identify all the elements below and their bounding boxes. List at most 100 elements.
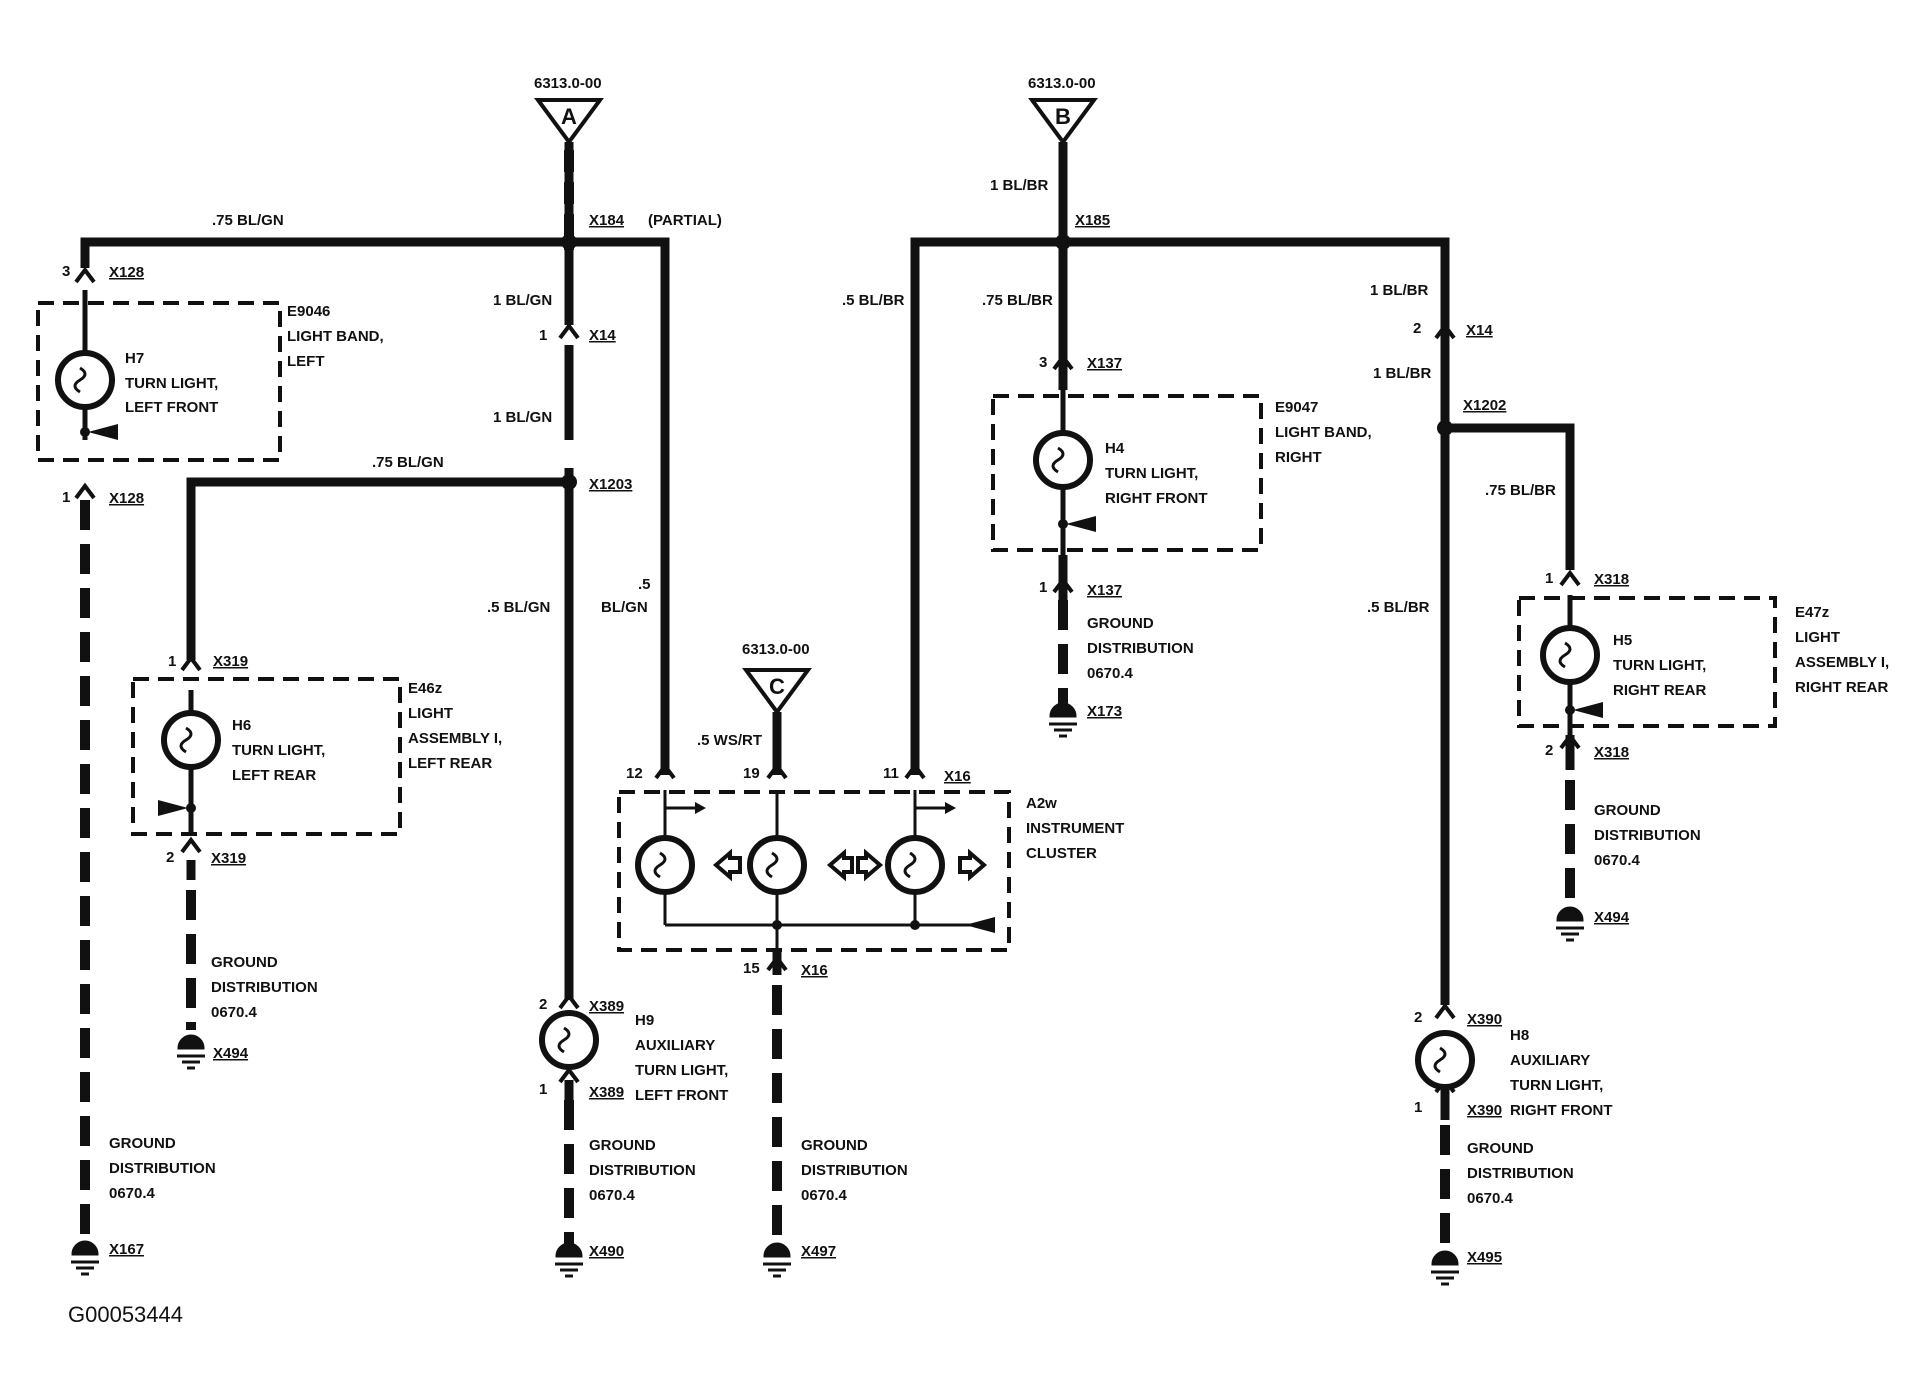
h4-line2: RIGHT FRONT <box>1105 490 1208 507</box>
h9-code: H9 <box>635 1012 654 1029</box>
h7-line2: LEFT FRONT <box>125 399 218 416</box>
a2w-code: A2w <box>1026 795 1057 812</box>
h4-code: H4 <box>1105 440 1125 457</box>
connector-x167: X167 <box>109 1241 144 1258</box>
ref-b: 6313.0-00 B <box>1028 75 1098 146</box>
pin-number: 12 <box>626 765 643 782</box>
wire-label: .75 BL/GN <box>212 212 284 229</box>
component-labels: E9046 LIGHT BAND, LEFT H7 TURN LIGHT, LE… <box>125 303 1889 1119</box>
ref-a-letter: A <box>561 104 577 129</box>
connector-x16-bot: X16 <box>801 962 828 979</box>
pin-number: 2 <box>1545 742 1553 759</box>
h5-code: H5 <box>1613 632 1632 649</box>
svg-text:GROUND: GROUND <box>1467 1140 1534 1157</box>
e9047-line1: LIGHT BAND, <box>1275 424 1372 441</box>
cluster-right-bulb-icon <box>885 835 945 895</box>
connector-x389-bot: X389 <box>589 1084 624 1101</box>
ground-x173-icon <box>1049 702 1077 738</box>
connector-x318-bot: X318 <box>1594 744 1629 761</box>
h8-line2: TURN LIGHT, <box>1510 1077 1603 1094</box>
svg-text:GROUND: GROUND <box>211 954 278 971</box>
wire-label: .5 BL/BR <box>1367 599 1430 616</box>
ground-label-left-rear: GROUND DISTRIBUTION 0670.4 <box>211 954 318 1021</box>
svg-text:0670.4: 0670.4 <box>1087 665 1134 682</box>
connector-labels: X184 (PARTIAL) X128 X128 X14 X14 X1203 X… <box>109 212 1630 1266</box>
wire-label: 1 BL/BR <box>1373 365 1432 382</box>
h6-line1: TURN LIGHT, <box>232 742 325 759</box>
pin-number: 11 <box>883 765 899 782</box>
ground-label-h4: GROUND DISTRIBUTION 0670.4 <box>1087 615 1194 682</box>
e46z-code: E46z <box>408 680 442 697</box>
svg-text:DISTRIBUTION: DISTRIBUTION <box>211 979 318 996</box>
wire-label: .5 BL/BR <box>842 292 905 309</box>
ground-x495-icon <box>1431 1250 1459 1286</box>
e47z-box <box>1517 596 1777 728</box>
e47z-line2: ASSEMBLY I, <box>1795 654 1889 671</box>
pin-number: 3 <box>62 263 70 280</box>
pin-number: 1 <box>1039 579 1047 596</box>
pin-number: 2 <box>1413 320 1421 337</box>
connector-x14-right: X14 <box>1466 322 1493 339</box>
e9046-line1: LIGHT BAND, <box>287 328 384 345</box>
connector-x1202: X1202 <box>1463 397 1506 414</box>
ground-symbols <box>71 702 1584 1286</box>
ref-c: 6313.0-00 C <box>742 641 812 716</box>
ref-c-code: 6313.0-00 <box>742 641 810 658</box>
pin-number: 1 <box>539 1081 547 1098</box>
svg-text:GROUND: GROUND <box>801 1137 868 1154</box>
e47z-line1: LIGHT <box>1795 629 1840 646</box>
ground-x494-right-icon <box>1556 906 1584 942</box>
wire-label: .75 BL/BR <box>982 292 1053 309</box>
svg-text:GROUND: GROUND <box>589 1137 656 1154</box>
connector-x128-bot: X128 <box>109 490 144 507</box>
connector-x173: X173 <box>1087 703 1122 720</box>
pin-number: 1 <box>62 489 70 506</box>
connector-x390-top: X390 <box>1467 1011 1502 1028</box>
pin-number: 1 <box>539 327 547 344</box>
ref-c-letter: C <box>769 674 785 699</box>
h9-line1: AUXILIARY <box>635 1037 715 1054</box>
h7-code: H7 <box>125 350 144 367</box>
pin-number: 1 <box>1414 1099 1422 1116</box>
connector-marks <box>74 266 1581 1094</box>
ground-label-h8: GROUND DISTRIBUTION 0670.4 <box>1467 1140 1574 1207</box>
svg-text:DISTRIBUTION: DISTRIBUTION <box>1467 1165 1574 1182</box>
wire-label: 1 BL/GN <box>493 292 552 309</box>
h8-code: H8 <box>1510 1027 1529 1044</box>
h8-bulb-icon <box>1415 1030 1475 1090</box>
e46z-line2: ASSEMBLY I, <box>408 730 502 747</box>
a2w-line1: INSTRUMENT <box>1026 820 1124 837</box>
svg-text:DISTRIBUTION: DISTRIBUTION <box>801 1162 908 1179</box>
ref-b-letter: B <box>1055 104 1071 129</box>
h6-code: H6 <box>232 717 251 734</box>
h8-line1: AUXILIARY <box>1510 1052 1590 1069</box>
connector-x490: X490 <box>589 1243 624 1260</box>
h9-line3: LEFT FRONT <box>635 1087 728 1104</box>
wire-labels: .75 BL/GN 1 BL/GN 1 BL/GN .75 BL/GN .5 B… <box>212 177 1556 749</box>
connector-x185: X185 <box>1075 212 1110 229</box>
h5-line2: RIGHT REAR <box>1613 682 1707 699</box>
connector-x494-right: X494 <box>1594 909 1630 926</box>
e9047-line2: RIGHT <box>1275 449 1322 466</box>
ground-label-h9: GROUND DISTRIBUTION 0670.4 <box>589 1137 696 1204</box>
h7-line1: TURN LIGHT, <box>125 375 218 392</box>
ground-label-left-front: GROUND DISTRIBUTION 0670.4 <box>109 1135 216 1202</box>
svg-text:DISTRIBUTION: DISTRIBUTION <box>109 1160 216 1177</box>
connector-x318-top: X318 <box>1594 571 1629 588</box>
pin-number: 1 <box>168 653 176 670</box>
h8-line3: RIGHT FRONT <box>1510 1102 1613 1119</box>
wire-label: 1 BL/BR <box>1370 282 1429 299</box>
connector-x497: X497 <box>801 1243 836 1260</box>
e47z-code: E47z <box>1795 604 1829 621</box>
svg-text:0670.4: 0670.4 <box>1594 852 1641 869</box>
connector-x137-bot: X137 <box>1087 582 1122 599</box>
a2w-line2: CLUSTER <box>1026 845 1097 862</box>
svg-text:DISTRIBUTION: DISTRIBUTION <box>1087 640 1194 657</box>
pin-number: 15 <box>743 960 760 977</box>
wire-label: .5 <box>638 576 651 593</box>
svg-text:DISTRIBUTION: DISTRIBUTION <box>589 1162 696 1179</box>
left-arrow-icon <box>826 848 854 882</box>
cluster-left-bulb-icon <box>635 835 695 895</box>
connector-x128-top: X128 <box>109 264 144 281</box>
